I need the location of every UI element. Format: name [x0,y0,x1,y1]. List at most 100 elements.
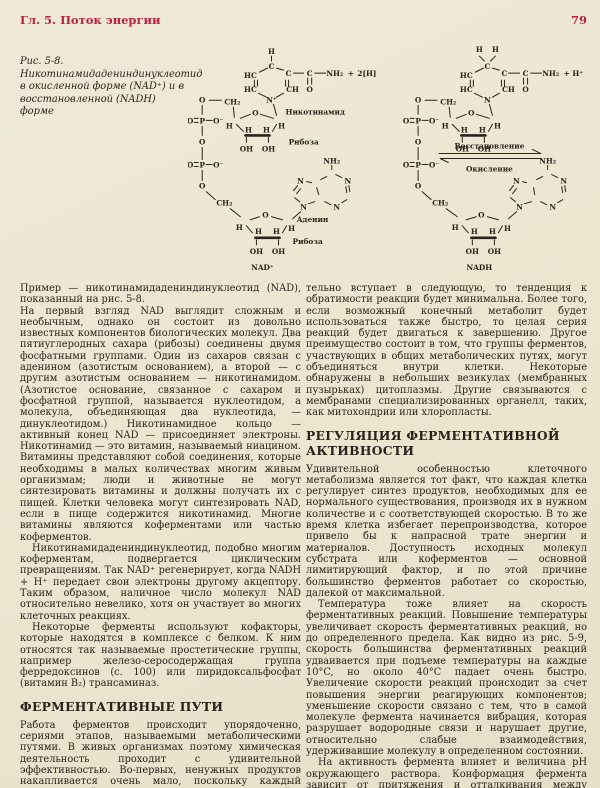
paragraph-nad-cycle: Никотинамидадениндинуклеотид, подобно мн… [20,542,301,622]
atom-label: NH₂ [323,157,340,166]
atom-label: Аденин [297,215,329,224]
atom-label: OH [262,144,275,153]
atom-label: H [268,47,275,56]
atom-label: NH₂ [326,69,343,78]
atom-label: OH [488,247,501,256]
atom-label: NAD⁺ [251,263,274,272]
atom-label: NH₂ [539,157,556,166]
atom-label: H [461,125,468,134]
atom-label: H [236,223,243,232]
atom-label: CH [502,85,515,94]
atom-label: H [494,121,501,130]
atom-label: O [199,137,206,146]
atom-label: O [306,85,313,94]
atom-label: N [549,203,556,212]
atom-label: NADH [467,263,493,272]
atom-label: CH₂ [432,199,448,208]
left-column: Пример — никотинамидадениндинуклеотид (N… [20,283,301,788]
atom-label: H [263,125,270,134]
atom-label: + [564,69,570,78]
atom-label: O [522,85,529,94]
atom-label: N [484,95,491,104]
paragraph-enzyme-work: Работа ферментов происходит упорядоченно… [20,719,301,788]
atom-label: O [199,95,206,104]
body-text: Пример — никотинамидадениндинуклеотид (N… [20,283,587,788]
section-heading-enzyme-regulation: РЕГУЛЯЦИЯ ФЕРМЕНТАТИВНОЙ АКТИВНОСТИ [306,427,560,458]
atom-label: H [255,227,262,236]
atom-label: N [513,177,520,186]
atom-label: O [403,116,410,125]
figure-caption: Рис. 5-8. Никотинамидадениндинуклеотид в… [20,56,203,118]
nadh-bond-lines [409,55,567,246]
atom-label: Рибоза [289,137,319,146]
atom-label: H [452,223,459,232]
atom-label: O [188,116,194,125]
atom-label: OH [250,247,263,256]
atom-label: NH₂ [542,69,559,78]
page-number: 79 [570,13,587,27]
atom-label: O⁻ [213,161,223,170]
atom-label: C [502,69,508,78]
atom-label: O [403,161,410,170]
atom-label: N [300,203,307,212]
atom-label: OH [456,144,469,153]
atom-label: H [471,227,478,236]
atom-label: O [199,182,206,191]
atom-label: H⁺ [572,69,583,78]
atom-label: Никотинамид [286,107,345,116]
atom-label: OH [466,247,479,256]
ribose-front-edges [244,134,497,240]
atom-label: O [478,211,485,220]
atom-label: HC [460,71,473,80]
atom-label: OH [478,144,491,153]
atom-label: Окисление [466,165,513,174]
atom-label: CH₂ [224,97,240,106]
atom-label: H [504,224,511,233]
atom-label: O [415,137,422,146]
atom-label: H [226,121,233,130]
atom-label: P [415,116,421,125]
atom-label: + [348,69,354,78]
atom-label: O [415,95,422,104]
atom-label: H [442,121,449,130]
atom-label: N [516,203,523,212]
atom-label: C [307,69,313,78]
right-column: тельно вступает в следующую, то тенденци… [306,283,587,788]
section-heading-enzymatic-pathways: ФЕРМЕНТАТИВНЫЕ ПУТИ [20,698,224,714]
atom-label: H [278,121,285,130]
atom-label: O [262,211,269,220]
atom-label: HC [460,85,473,94]
page-header: Гл. 5. Поток энергии 79 [20,13,587,27]
atom-label: O⁻ [429,116,439,125]
chapter-title: Гл. 5. Поток энергии [20,13,161,27]
atom-label: N [333,203,340,212]
atom-label: H [492,45,499,54]
paragraph-cofactors: Некоторые ферменты используют кофакторы,… [20,621,301,690]
paragraph-metabolism-regulation: Удивительной особенностью клеточного мет… [306,463,587,599]
paragraph-pathway-advantages: тельно вступает в следующую, то тенденци… [306,283,587,419]
paragraph-temperature-effect: Температура тоже влияет на скорость ферм… [306,599,587,757]
atom-label: H [288,224,295,233]
atom-label: H [479,125,486,134]
atom-label: N [297,177,304,186]
atom-label: P [199,161,205,170]
nad-bond-lines [193,55,351,246]
atom-label: O [188,161,194,170]
atom-label: H [273,227,280,236]
atom-label: O [252,108,259,117]
atom-label: H [245,125,252,134]
atom-label: 2[H] [357,69,376,78]
equilibrium-arrows [438,148,543,164]
atom-label: O⁻ [429,161,439,170]
atom-label: OH [272,247,285,256]
atom-label: Восстановление [454,141,524,150]
atom-label: N [560,177,567,186]
paragraph-nad-structure: На первый взгляд NAD выглядит сложным и … [20,305,301,543]
atom-label: N⁺ [266,95,277,104]
atom-label: Рибоза [293,237,323,246]
atom-label: P [415,161,421,170]
atom-label: C [286,69,292,78]
